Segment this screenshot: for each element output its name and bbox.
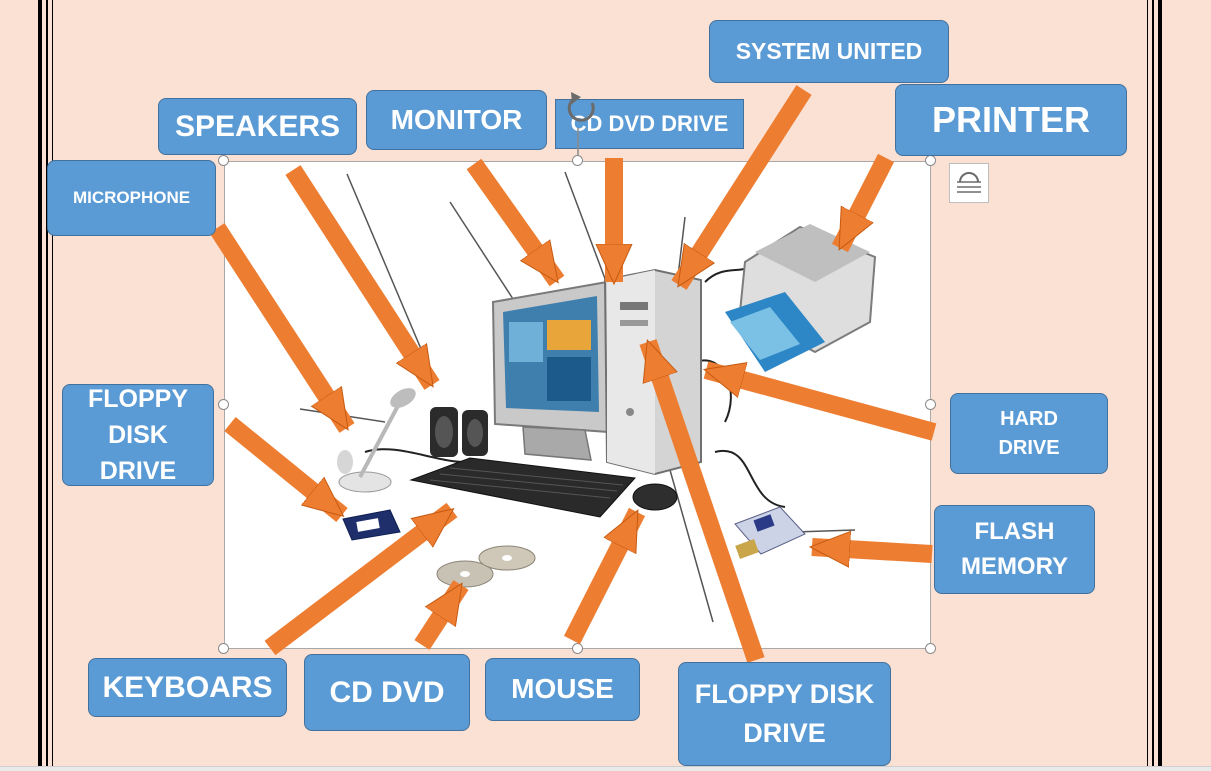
arrow-hard-drive: [706, 361, 937, 441]
resize-handle-top-middle[interactable]: [572, 155, 583, 166]
mouse-drawing: [632, 483, 678, 511]
label-cd-dvd-drive[interactable]: CD DVD DRIVE: [555, 99, 744, 149]
label-mouse[interactable]: MOUSE: [485, 658, 640, 721]
page-border-right-outer: [1158, 0, 1162, 771]
label-cd-dvd[interactable]: CD DVD: [304, 654, 470, 731]
flash-memory-drawing: [734, 506, 806, 559]
arrow-microphone: [209, 223, 355, 433]
layout-options-button[interactable]: [949, 163, 989, 203]
resize-handle-bottom-left[interactable]: [218, 643, 229, 654]
layout-options-icon: [957, 172, 981, 193]
arrow-speakers: [285, 165, 440, 390]
floppy-disk-drawing: [342, 509, 401, 541]
arrow-keyboard: [264, 502, 458, 656]
label-floppy-disk-drive-left[interactable]: FLOPPY DISK DRIVE: [62, 384, 214, 486]
resize-handle-top-left[interactable]: [218, 155, 229, 166]
keyboard-drawing: [409, 457, 637, 518]
label-flash-memory[interactable]: FLASH MEMORY: [934, 505, 1095, 594]
arrow-floppy-bottom: [639, 342, 765, 663]
page-border-left-inner: [46, 0, 48, 771]
page-border-right-inner: [1152, 0, 1154, 771]
resize-handle-middle-right[interactable]: [925, 399, 936, 410]
computer-illustration: [299, 171, 877, 623]
label-hard-drive[interactable]: HARD DRIVE: [950, 393, 1108, 474]
arrow-floppy-left: [224, 417, 348, 522]
rotate-icon[interactable]: [567, 92, 595, 122]
arrow-cd-dvd: [414, 580, 469, 650]
label-printer[interactable]: PRINTER: [895, 84, 1127, 156]
cd-dvd-drawing: [436, 545, 536, 588]
page-border-left-outer: [38, 0, 42, 771]
label-keyboars[interactable]: KEYBOARS: [88, 658, 287, 717]
arrow-printer: [831, 153, 895, 253]
arrow-mouse: [563, 507, 646, 645]
printer-drawing: [725, 224, 877, 372]
arrow-monitor: [466, 158, 565, 287]
speakers-drawing: [430, 407, 488, 457]
label-floppy-disk-drive-bottom[interactable]: FLOPPY DISK DRIVE: [678, 662, 891, 766]
microphone-drawing: [337, 388, 416, 493]
resize-handle-bottom-middle[interactable]: [572, 643, 583, 654]
page-border-right-thin: [1147, 0, 1148, 771]
arrow-flash-memory: [812, 547, 933, 554]
resize-handle-middle-left[interactable]: [218, 399, 229, 410]
label-speakers[interactable]: SPEAKERS: [158, 98, 357, 155]
label-monitor[interactable]: MONITOR: [366, 90, 547, 150]
monitor-drawing: [491, 280, 611, 461]
arrow-system-united: [671, 85, 812, 290]
resize-handle-bottom-right[interactable]: [925, 643, 936, 654]
label-system-united[interactable]: SYSTEM UNITED: [709, 20, 949, 83]
label-microphone[interactable]: MICROPHONE: [47, 160, 216, 236]
status-strip: [0, 766, 1211, 771]
page-border-left-thin: [52, 0, 53, 771]
